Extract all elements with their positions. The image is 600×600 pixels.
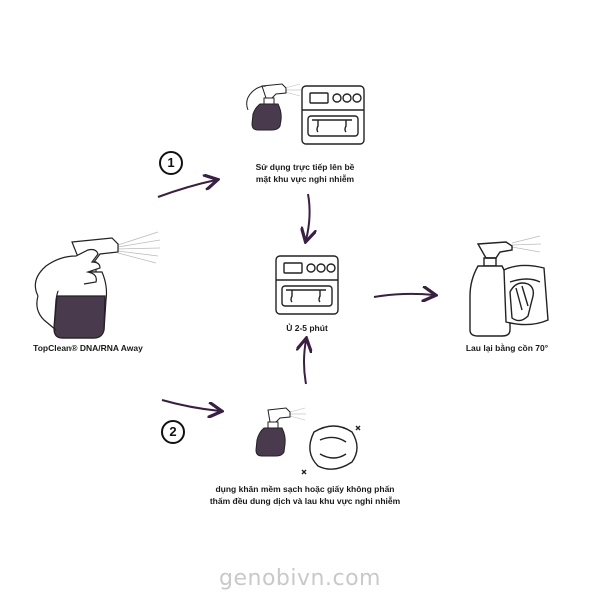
step1-label: Sử dụng trực tiếp lên bề mặt khu vực ngh… bbox=[230, 161, 380, 185]
source-label: TopClean® DNA/RNA Away bbox=[8, 342, 168, 354]
incubate-label: Ủ 2-5 phút bbox=[257, 322, 357, 334]
lab-oven-icon bbox=[275, 255, 339, 315]
arrow-to-final bbox=[373, 294, 434, 297]
step1-label-line2: mặt khu vực nghi nhiễm bbox=[255, 174, 355, 184]
spray-bottle-icon bbox=[34, 231, 161, 339]
step2-label: dụng khăn mềm sạch hoặc giấy không phấn … bbox=[180, 483, 430, 507]
watermark: genobivn.com bbox=[219, 566, 381, 591]
arrow-step2 bbox=[161, 399, 220, 411]
arrow-to-incubate-bottom bbox=[304, 340, 306, 385]
step1-label-line1: Sử dụng trực tiếp lên bề bbox=[255, 162, 355, 172]
final-label-text: Lau lại bằng cồn 70° bbox=[465, 343, 549, 353]
lab-oven-icon bbox=[301, 85, 365, 145]
spray-bottle-icon bbox=[255, 407, 306, 457]
step-1-badge: 1 bbox=[159, 151, 183, 175]
incubate-label-text: Ủ 2-5 phút bbox=[286, 323, 328, 333]
source-label-text: TopClean® DNA/RNA Away bbox=[33, 343, 143, 353]
final-label: Lau lại bằng cồn 70° bbox=[442, 342, 572, 354]
step2-label-line1: dụng khăn mềm sạch hoặc giấy không phấn bbox=[215, 484, 395, 494]
step-2-badge: 2 bbox=[161, 420, 185, 444]
arrow-step1 bbox=[157, 180, 216, 198]
arrow-to-incubate-top bbox=[306, 193, 310, 240]
step2-label-line2: thấm đều dung dịch và lau khu vực nghi n… bbox=[209, 496, 401, 506]
spray-bottle-icon bbox=[246, 83, 301, 131]
cloth-icon bbox=[301, 425, 361, 475]
wipe-hand-icon bbox=[469, 235, 549, 337]
